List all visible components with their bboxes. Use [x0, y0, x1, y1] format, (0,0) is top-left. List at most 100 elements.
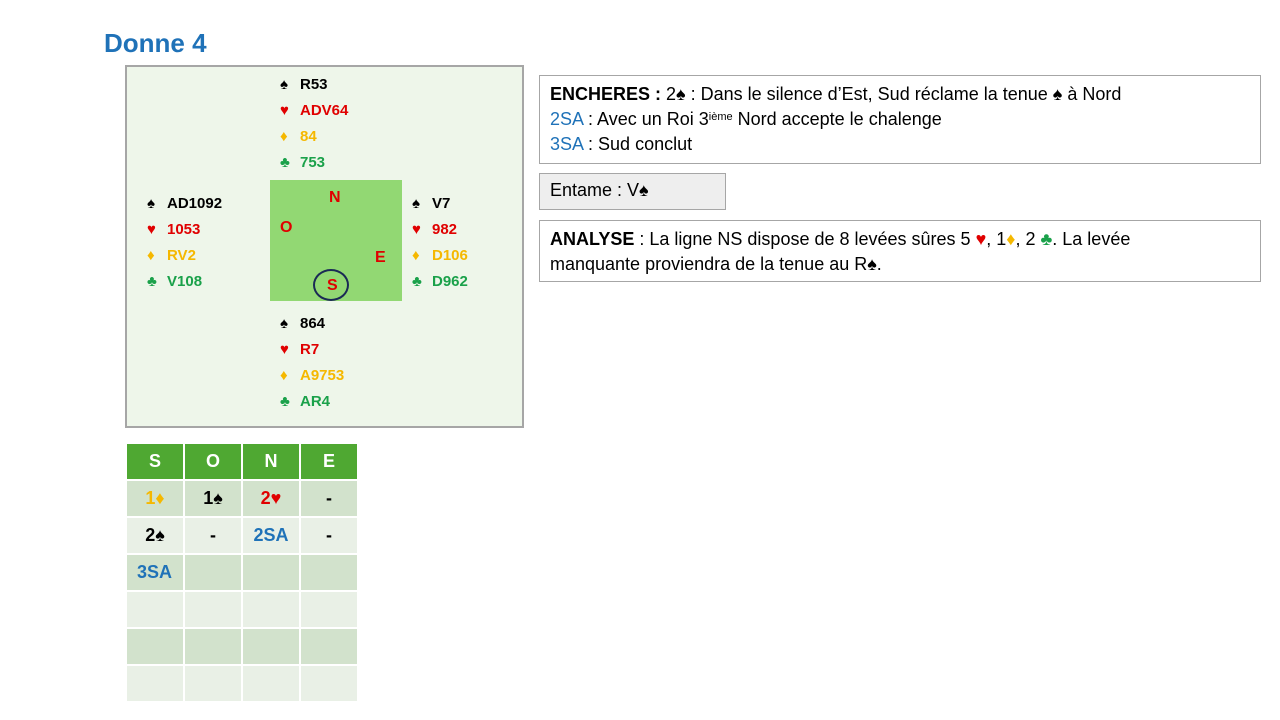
- spade-icon: ♠: [213, 488, 223, 508]
- bid-text: : Avec un Roi 3: [583, 109, 709, 129]
- spade-icon: ♠: [155, 525, 165, 545]
- auction-cell: [125, 627, 185, 666]
- bid-text: Nord accepte le chalenge: [732, 109, 942, 129]
- analysis-text: , 2: [1015, 229, 1041, 249]
- deal-diagram: ♠R53 ♥ADV64 ♦84 ♣753 ♠AD1092 ♥1053 ♦RV2 …: [125, 65, 524, 428]
- south-hand: ♠ 864 ♥ R7 ♦ A9753 ♣ AR4: [280, 311, 344, 415]
- compass-north: N: [329, 189, 341, 206]
- south-marker-circle: [313, 269, 349, 301]
- auction-cell: [241, 664, 301, 703]
- north-diamonds: 84: [300, 128, 317, 145]
- spade-icon: ♠: [676, 84, 686, 104]
- auction-cell: [183, 553, 243, 592]
- auction-cell: [183, 627, 243, 666]
- analysis-text: .: [876, 254, 882, 274]
- auction-cell: [241, 553, 301, 592]
- bid-text: : Dans le silence d’Est, Sud réclame la …: [685, 84, 1053, 104]
- north-clubs: 753: [300, 154, 326, 171]
- east-clubs: D962: [432, 273, 468, 290]
- auction-cell: 2♥: [241, 479, 301, 518]
- bid-text: : Sud conclut: [583, 134, 693, 154]
- bidding-explanation: ENCHERES : 2♠ : Dans le silence d’Est, S…: [539, 75, 1261, 164]
- east-diamonds: D106: [432, 247, 468, 264]
- west-diamonds: RV2: [167, 247, 196, 264]
- heart-icon: ♥: [412, 221, 421, 238]
- spade-icon: ♠: [147, 195, 155, 212]
- spade-icon: ♠: [1052, 84, 1063, 104]
- west-clubs: V108: [167, 273, 203, 290]
- north-hearts: ADV64: [300, 102, 349, 119]
- club-icon: ♣: [280, 154, 290, 171]
- auction-cell: [241, 590, 301, 629]
- header-west: O: [183, 442, 243, 481]
- heart-icon: ♥: [270, 488, 282, 508]
- auction-cell: [299, 553, 359, 592]
- diamond-icon: ♦: [1006, 229, 1016, 249]
- auction-cell: [125, 664, 185, 703]
- north-hand: ♠R53 ♥ADV64 ♦84 ♣753: [280, 72, 348, 176]
- spade-icon: ♠: [280, 315, 288, 332]
- auction-row: 2♠ - 2SA -: [125, 516, 359, 555]
- diamond-icon: ♦: [412, 247, 420, 264]
- deal-title: Donne 4: [104, 28, 207, 58]
- opening-lead: Entame : V♠: [539, 173, 726, 210]
- club-icon: ♣: [412, 273, 422, 290]
- lead-text: Entame : V: [550, 180, 640, 200]
- diamond-icon: ♦: [155, 488, 165, 508]
- auction-row: 1♦ 1♠ 2♥ -: [125, 479, 359, 518]
- auction-cell: [241, 627, 301, 666]
- auction-cell: [183, 664, 243, 703]
- bidding-line-3: 3SA : Sud conclut: [550, 132, 1250, 157]
- spade-icon: ♠: [412, 195, 420, 212]
- auction-header-row: S O N E: [125, 442, 359, 481]
- auction-table: S O N E 1♦ 1♠ 2♥ - 2♠ - 2SA - 3SA: [125, 442, 359, 703]
- south-hearts: R7: [300, 341, 320, 358]
- spade-icon: ♠: [867, 254, 877, 274]
- bidding-line-2: 2SA : Avec un Roi 3ième Nord accepte le …: [550, 107, 1250, 132]
- analysis: ANALYSE : La ligne NS dispose de 8 levée…: [539, 220, 1261, 282]
- auction-cell: 3SA: [125, 553, 185, 592]
- heart-icon: ♥: [280, 341, 289, 358]
- south-diamonds: A9753: [300, 367, 345, 384]
- bidding-line-1: ENCHERES : 2♠ : Dans le silence d’Est, S…: [550, 82, 1250, 107]
- compass-east: E: [375, 249, 386, 266]
- auction-cell: -: [299, 516, 359, 555]
- club-icon: ♣: [147, 273, 157, 290]
- club-icon: ♣: [1040, 229, 1053, 249]
- spade-icon: ♠: [280, 76, 288, 93]
- compass-west: O: [280, 219, 293, 236]
- heart-icon: ♥: [975, 229, 987, 249]
- west-hearts: 1053: [167, 221, 201, 238]
- header-south: S: [125, 442, 185, 481]
- auction-cell: 1♠: [183, 479, 243, 518]
- auction-cell: [299, 590, 359, 629]
- auction-cell: [183, 590, 243, 629]
- analysis-text: , 1: [986, 229, 1007, 249]
- auction-cell: 2♠: [125, 516, 185, 555]
- auction-cell: -: [183, 516, 243, 555]
- diamond-icon: ♦: [280, 367, 288, 384]
- west-spades: AD1092: [167, 195, 223, 212]
- bid-3sa: 3SA: [550, 134, 584, 154]
- header-north: N: [241, 442, 301, 481]
- auction-row: 3SA: [125, 553, 359, 592]
- south-clubs: AR4: [300, 393, 331, 410]
- auction-cell: [299, 664, 359, 703]
- analysis-text: : La ligne NS dispose de 8 levées sûres …: [634, 229, 976, 249]
- auction-cell: 1♦: [125, 479, 185, 518]
- east-spades: V7: [432, 195, 451, 212]
- auction-cell: [299, 627, 359, 666]
- bid-text: à Nord: [1062, 84, 1122, 104]
- header-east: E: [299, 442, 359, 481]
- auction-cell: 2SA: [241, 516, 301, 555]
- bidding-label: ENCHERES :: [550, 84, 662, 104]
- auction-row: [125, 590, 359, 629]
- compass: N O E S: [270, 180, 402, 301]
- heart-icon: ♥: [147, 221, 156, 238]
- club-icon: ♣: [280, 393, 290, 410]
- south-spades: 864: [300, 315, 326, 332]
- diamond-icon: ♦: [280, 128, 288, 145]
- compass-south: S: [327, 277, 338, 294]
- north-spades: R53: [300, 76, 328, 93]
- analysis-text: . La levée: [1052, 229, 1131, 249]
